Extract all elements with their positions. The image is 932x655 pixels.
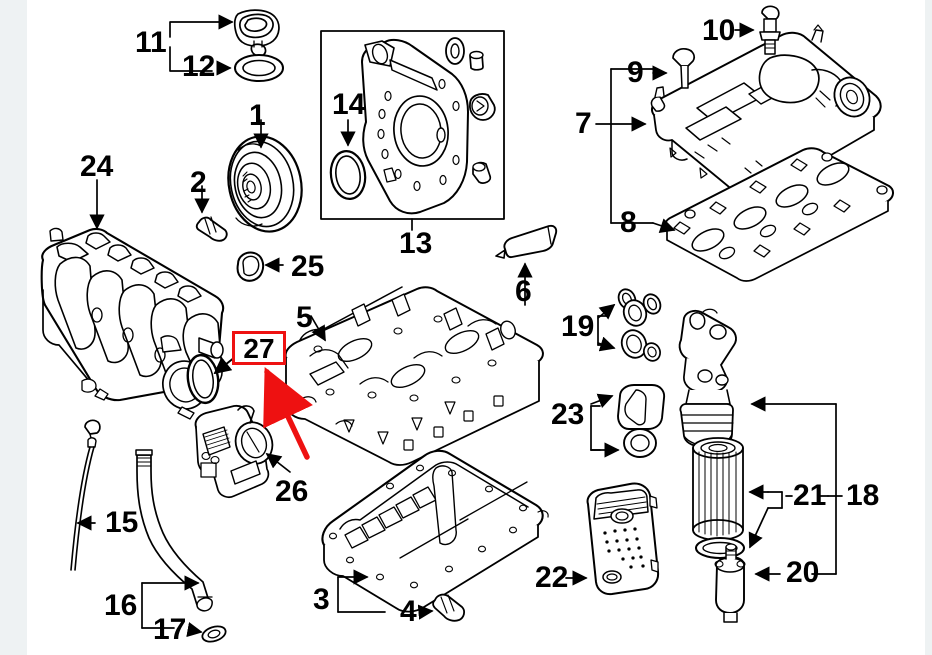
throttle-body-part — [194, 404, 274, 499]
callout-label-27-highlighted: 27 — [232, 331, 286, 365]
callout-label-24: 24 — [80, 150, 114, 183]
timing-cover-part — [361, 38, 469, 215]
callout-label-18: 18 — [846, 479, 880, 512]
callout-26-leader — [265, 452, 291, 473]
callout-3-bracket — [337, 569, 386, 613]
callout-label-25: 25 — [291, 250, 325, 283]
callout-label-21: 21 — [793, 479, 827, 512]
callout-label-19: 19 — [561, 310, 595, 343]
intake-manifold-o-ring-part — [186, 353, 220, 405]
callout-label-17: 17 — [153, 613, 187, 646]
valve-cover-bolt-part — [672, 48, 696, 89]
callout-label-6: 6 — [515, 275, 532, 308]
oil-cooler-gasket-set-lower — [623, 428, 657, 458]
callout-17-leader — [186, 622, 203, 638]
callout-21-bracket — [748, 484, 793, 549]
oil-drain-plug-part — [432, 593, 466, 622]
callout-label-23: 23 — [551, 398, 585, 431]
oil-filler-cap-seal-part — [234, 54, 284, 82]
callout-4-leader — [417, 604, 434, 620]
callout-label-22: 22 — [535, 561, 569, 594]
oil-filler-cap-part — [233, 9, 280, 57]
timing-cover-small-parts — [445, 37, 496, 184]
callout-label-9: 9 — [627, 56, 644, 89]
valve-cover-part — [650, 24, 882, 201]
callout-label-7: 7 — [575, 107, 592, 140]
highlight-red-arrow — [263, 367, 313, 460]
pcv-valve-fitting-part — [759, 5, 781, 55]
callout-16-bracket — [141, 575, 200, 629]
callout-label-15: 15 — [105, 506, 139, 539]
callout-label-12: 12 — [182, 50, 216, 83]
oil-filter-housing-part — [678, 308, 737, 447]
oil-filter-cap-part — [714, 543, 746, 623]
throttle-body-gasket-part — [236, 251, 265, 282]
callout-label-11: 11 — [135, 26, 167, 59]
callout-label-10: 10 — [702, 14, 736, 47]
sealant-tube-part — [495, 224, 558, 259]
oil-cooler-seals-lower — [620, 329, 661, 362]
left-edge-band — [0, 0, 27, 655]
dipstick-tube-seal-part — [201, 625, 227, 643]
oil-cooler-gasket-set-upper — [617, 384, 666, 430]
oil-dipstick-part — [70, 419, 101, 571]
dipstick-tube-part — [135, 449, 213, 612]
callout-label-13: 13 — [399, 227, 433, 260]
right-edge-band — [925, 0, 932, 655]
crankshaft-pulley-bolt-part — [195, 216, 228, 242]
callout-23-bracket — [590, 393, 620, 458]
callout-label-26: 26 — [275, 475, 309, 508]
callout-18-bracket — [750, 396, 843, 575]
callout-label-16: 16 — [104, 589, 138, 622]
callout-19-bracket — [597, 303, 616, 352]
callout-label-4: 4 — [400, 595, 417, 628]
callout-11-leader — [169, 14, 234, 72]
callout-label-1: 1 — [249, 99, 266, 132]
oil-pan-upper-part — [284, 286, 544, 466]
callout-8-leader — [652, 218, 676, 233]
callout-5-leader — [310, 315, 326, 342]
callout-label-2: 2 — [190, 166, 207, 199]
oil-cooler-part — [586, 482, 660, 596]
crankshaft-pulley-part — [227, 135, 303, 233]
callout-7-bracket — [595, 68, 657, 224]
callout-27-leader — [213, 356, 236, 375]
oil-cooler-seals-upper — [617, 288, 662, 327]
oil-filter-oring-part — [695, 537, 745, 559]
valve-cover-gasket-part — [663, 147, 894, 282]
oil-filter-element-part — [692, 437, 744, 541]
oil-pan-part — [321, 449, 549, 613]
callout-label-8: 8 — [620, 206, 637, 239]
callout-label-5: 5 — [296, 301, 313, 334]
crankshaft-seal-part — [329, 150, 367, 200]
callout-label-14: 14 — [332, 88, 366, 121]
callout-label-20: 20 — [786, 556, 820, 589]
callout-label-3: 3 — [313, 583, 330, 616]
